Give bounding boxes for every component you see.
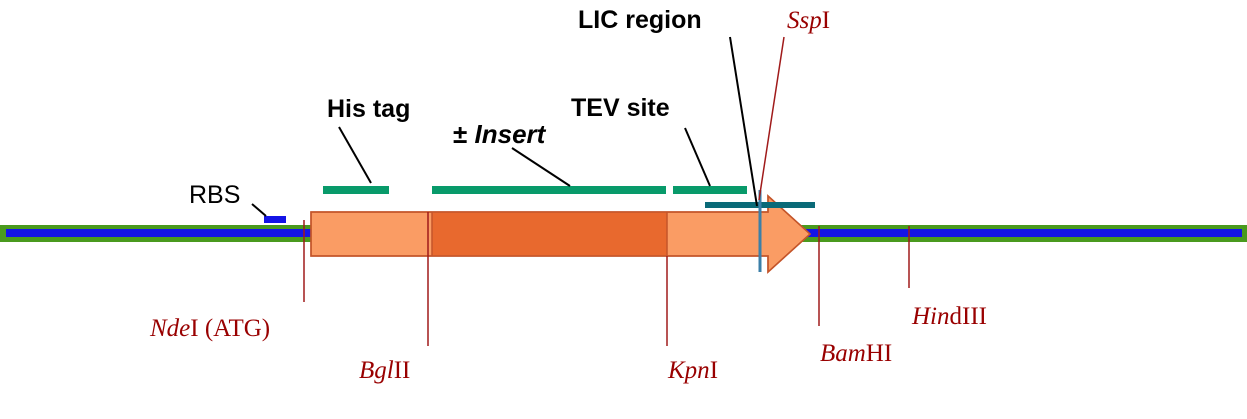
bglII-label: BglII xyxy=(359,357,410,384)
restriction-site-bamHI: BamHI xyxy=(818,226,892,367)
insert-plus-minus: ± xyxy=(453,119,475,149)
his-tag-label: His tag xyxy=(327,95,410,123)
tev-site-pointer xyxy=(684,127,711,187)
orf-arrow xyxy=(310,194,812,274)
restriction-site-kpnI: KpnI xyxy=(666,256,718,384)
insert-pointer xyxy=(511,147,571,187)
kpnI-label: KpnI xyxy=(667,357,718,384)
orf-arrow-outline xyxy=(310,194,812,274)
rbs-label: RBS xyxy=(189,181,240,209)
rbs-pointer xyxy=(251,203,267,217)
restriction-site-bglII: BglII xyxy=(359,212,429,384)
his-tag-pointer xyxy=(338,126,372,184)
lic-region-label: LIC region xyxy=(578,6,702,34)
tev-site-label: TEV site xyxy=(571,94,670,122)
his-tag-bar xyxy=(323,186,389,194)
restriction-site-ndeI: NdeI (ATG) xyxy=(149,220,305,342)
sspI-label: SspI xyxy=(787,7,830,34)
lic-region-pointer xyxy=(729,36,758,207)
restriction-site-hindIII: HindIII xyxy=(908,226,987,330)
rbs-marker xyxy=(264,216,286,223)
sspI-cut-line xyxy=(758,36,785,201)
tev-site-bar xyxy=(673,186,747,194)
bamHI-label: BamHI xyxy=(820,340,892,367)
hindIII-label: HindIII xyxy=(911,303,987,330)
insert-region xyxy=(432,212,667,256)
restriction-site-sspI: SspI xyxy=(758,7,830,201)
insert-name: Insert xyxy=(475,119,547,149)
insert-label: ± Insert xyxy=(453,119,547,149)
insert-bar xyxy=(432,186,666,194)
ndeI-label: NdeI (ATG) xyxy=(149,315,270,342)
